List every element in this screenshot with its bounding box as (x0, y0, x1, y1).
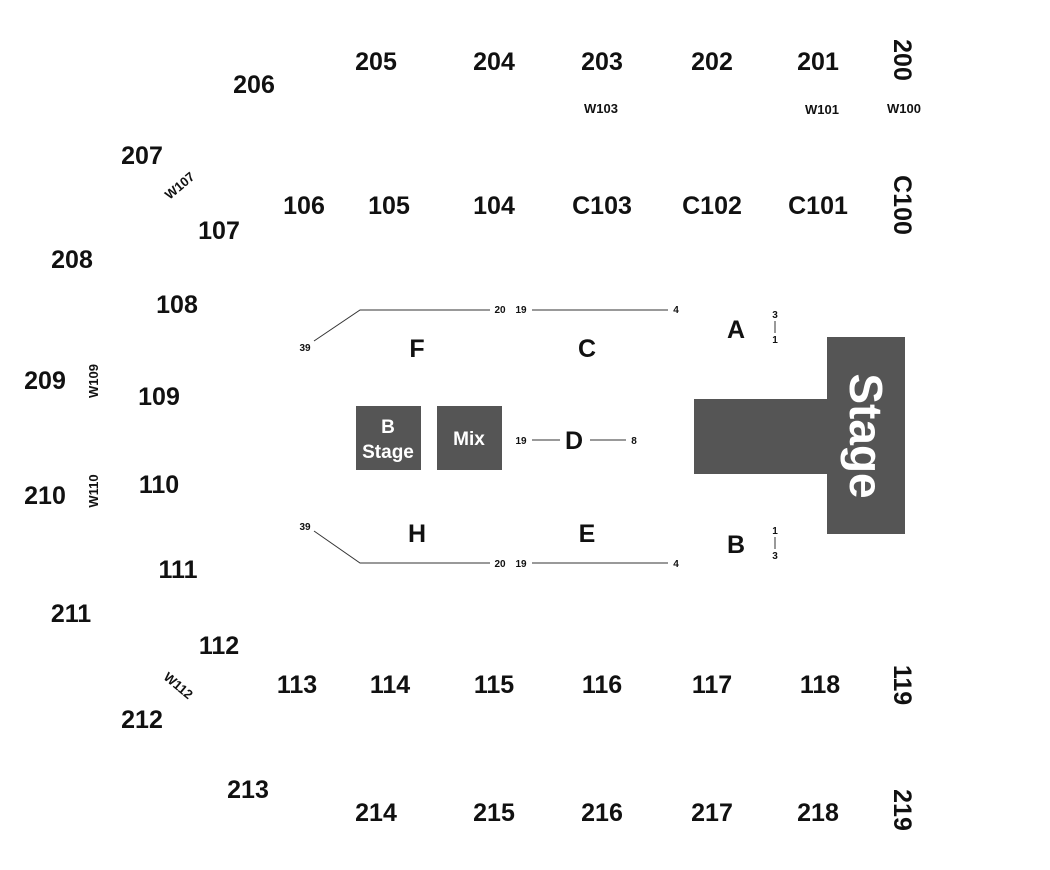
row-number: 19 (515, 305, 527, 316)
section-215[interactable]: 215 (473, 799, 515, 827)
section-209[interactable]: 209 (24, 367, 66, 395)
section-118[interactable]: 118 (800, 671, 840, 699)
main-stage (694, 337, 905, 534)
section-109[interactable]: 109 (138, 383, 180, 411)
label-w112: W112 (161, 669, 196, 702)
row-number: 3 (772, 310, 778, 321)
row-number: 39 (299, 343, 311, 354)
section-214[interactable]: 214 (355, 799, 397, 827)
floor-section-f[interactable]: F (409, 335, 424, 363)
section-110[interactable]: 110 (139, 471, 179, 499)
section-207[interactable]: 207 (121, 142, 163, 170)
b-stage-label: Stage (362, 442, 414, 463)
row-number: 20 (494, 559, 506, 570)
row-number: 19 (515, 559, 527, 570)
label-w103: W103 (584, 101, 618, 116)
section-115[interactable]: 115 (474, 671, 514, 699)
floor-section-a[interactable]: A (727, 316, 745, 344)
section-106[interactable]: 106 (283, 192, 325, 220)
section-210[interactable]: 210 (24, 482, 66, 510)
floor-section-b[interactable]: B (727, 531, 745, 559)
section-213[interactable]: 213 (227, 776, 269, 804)
row-line-bottom-left (313, 530, 490, 564)
section-117[interactable]: 117 (692, 671, 732, 699)
floor-section-e[interactable]: E (579, 520, 596, 548)
section-119[interactable]: 119 (888, 665, 916, 705)
row-number: 1 (772, 526, 778, 537)
label-w101: W101 (805, 102, 839, 117)
section-217[interactable]: 217 (691, 799, 733, 827)
section-205[interactable]: 205 (355, 48, 397, 76)
floor-section-h[interactable]: H (408, 520, 426, 548)
section-200[interactable]: 200 (888, 39, 916, 81)
section-108[interactable]: 108 (156, 291, 198, 319)
section-201[interactable]: 201 (797, 48, 839, 76)
section-212[interactable]: 212 (121, 706, 163, 734)
mix-label: Mix (453, 429, 485, 450)
section-202[interactable]: 202 (691, 48, 733, 76)
section-111[interactable]: 111 (159, 556, 198, 584)
row-line-top-left (313, 309, 490, 342)
section-114[interactable]: 114 (370, 671, 410, 699)
section-216[interactable]: 216 (581, 799, 623, 827)
b-stage-label: B (381, 417, 395, 438)
section-107[interactable]: 107 (198, 217, 240, 245)
b-stage-block (356, 406, 421, 470)
label-w109: W109 (86, 364, 101, 398)
section-c102[interactable]: C102 (682, 192, 742, 220)
section-208[interactable]: 208 (51, 246, 93, 274)
floor-section-c[interactable]: C (578, 335, 596, 363)
section-113[interactable]: 113 (277, 671, 317, 699)
section-105[interactable]: 105 (368, 192, 410, 220)
section-c100[interactable]: C100 (888, 175, 916, 235)
section-112[interactable]: 112 (199, 632, 239, 660)
section-c101[interactable]: C101 (788, 192, 848, 220)
section-203[interactable]: 203 (581, 48, 623, 76)
row-number: 3 (772, 551, 778, 562)
section-219[interactable]: 219 (888, 789, 916, 831)
row-number: 20 (494, 305, 506, 316)
section-211[interactable]: 211 (51, 600, 91, 628)
row-number: 39 (299, 522, 311, 533)
section-218[interactable]: 218 (797, 799, 839, 827)
floor-section-d[interactable]: D (565, 427, 583, 455)
label-w110: W110 (86, 474, 101, 507)
section-c103[interactable]: C103 (572, 192, 632, 220)
section-104[interactable]: 104 (473, 192, 515, 220)
section-116[interactable]: 116 (582, 671, 622, 699)
row-number: 4 (673, 559, 679, 570)
label-w107: W107 (162, 169, 198, 202)
label-w100: W100 (887, 101, 921, 116)
section-204[interactable]: 204 (473, 48, 515, 76)
mix-block (437, 406, 502, 470)
stage-label: Stage (840, 373, 892, 498)
row-number: 1 (772, 335, 778, 346)
row-number: 4 (673, 305, 679, 316)
section-206[interactable]: 206 (233, 71, 275, 99)
row-number: 19 (515, 436, 527, 447)
row-number: 8 (631, 436, 637, 447)
